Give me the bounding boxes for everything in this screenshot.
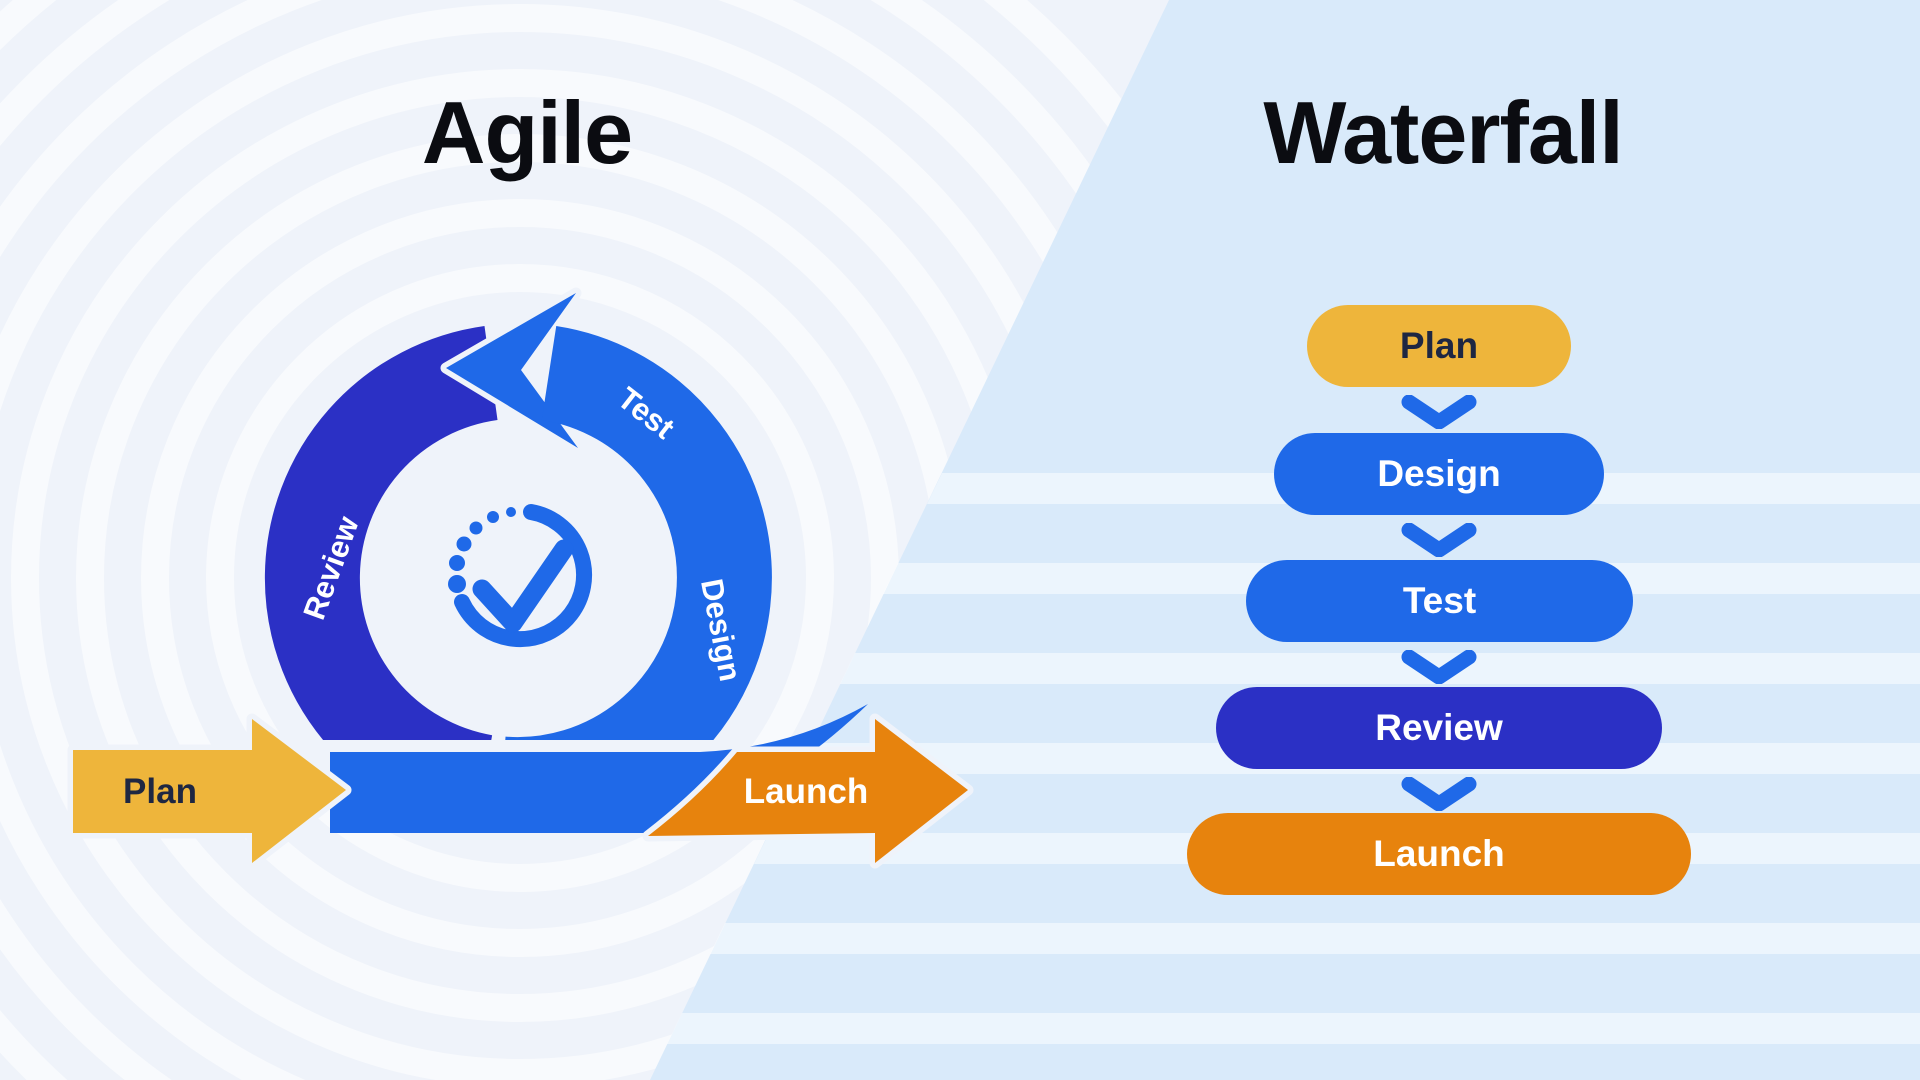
check-circle-icon [448, 504, 593, 648]
chevron-down-icon [1401, 523, 1477, 557]
plan-arrow-label: Plan [123, 772, 197, 811]
waterfall-step-review: Review [1216, 687, 1662, 769]
test-design-arc [504, 326, 772, 740]
agile-cycle-diagram: Plan Launch Review Test Desig [67, 287, 974, 869]
chevron-down-icon [1401, 395, 1477, 429]
agile-title: Agile [421, 83, 633, 182]
review-arc [264, 325, 499, 740]
waterfall-step-design: Design [1274, 433, 1604, 515]
chevron-down-icon [1401, 777, 1477, 811]
waterfall-step-launch: Launch [1187, 813, 1691, 895]
chevron-down-icon [1401, 650, 1477, 684]
launch-arrow-label: Launch [744, 772, 868, 811]
background-right-diagonal [650, 0, 1920, 1080]
waterfall-step-plan: Plan [1307, 305, 1571, 387]
waterfall-step-test: Test [1246, 560, 1633, 642]
plan-arrow [67, 713, 352, 869]
waterfall-title: Waterfall [1263, 83, 1623, 182]
launch-arrow [642, 713, 974, 869]
